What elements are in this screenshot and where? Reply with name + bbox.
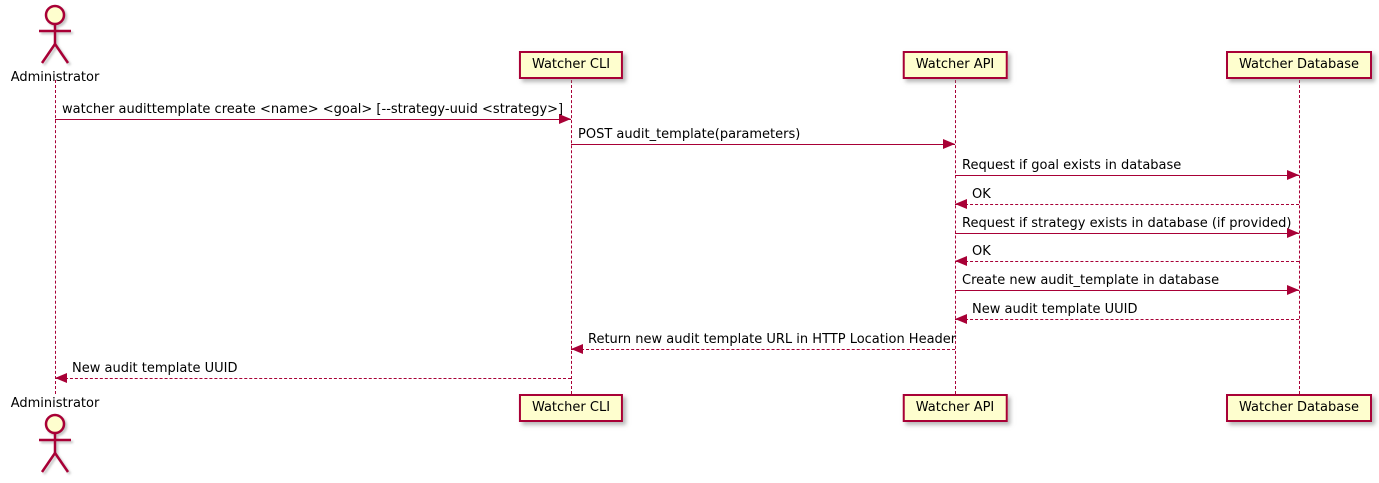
message-label: New audit template UUID xyxy=(972,302,1138,317)
message-ok-goal: OK xyxy=(955,187,1299,209)
participant-watcher-api-bottom: Watcher API xyxy=(902,394,1008,422)
message-return-url-location-header: Return new audit template URL in HTTP Lo… xyxy=(571,332,957,354)
participant-watcher-database-top: Watcher Database xyxy=(1226,51,1372,79)
lifeline-watcher-database xyxy=(1299,80,1300,394)
message-arrow xyxy=(955,256,1299,266)
message-arrow xyxy=(955,228,1299,238)
message-arrow xyxy=(55,114,571,124)
participant-watcher-cli-bottom: Watcher CLI xyxy=(518,394,624,422)
lifeline-watcher-cli xyxy=(571,80,572,394)
message-post-audit-template: POST audit_template(parameters) xyxy=(571,127,955,149)
participant-watcher-cli-top: Watcher CLI xyxy=(518,51,624,79)
actor-label-administrator-top: Administrator xyxy=(10,70,100,85)
message-arrow xyxy=(955,170,1299,180)
lifeline-watcher-api xyxy=(955,80,956,394)
message-label: Request if goal exists in database xyxy=(962,158,1182,173)
message-new-audit-template-uuid-db: New audit template UUID xyxy=(955,302,1299,324)
message-label: OK xyxy=(972,244,991,259)
message-ok-strategy: OK xyxy=(955,244,1299,266)
participant-watcher-api-top: Watcher API xyxy=(902,51,1008,79)
message-label: Return new audit template URL in HTTP Lo… xyxy=(588,332,957,347)
message-label: Create new audit_template in database xyxy=(962,273,1220,288)
message-arrow xyxy=(571,139,955,149)
message-arrow xyxy=(955,314,1299,324)
message-arrow xyxy=(955,199,1299,209)
participant-watcher-database-bottom: Watcher Database xyxy=(1226,394,1372,422)
message-label: Request if strategy exists in database (… xyxy=(962,216,1292,231)
actor-label-administrator-bottom: Administrator xyxy=(10,396,100,411)
actor-icon xyxy=(39,413,71,473)
message-label: OK xyxy=(972,187,991,202)
message-label: POST audit_template(parameters) xyxy=(578,127,801,142)
message-arrow xyxy=(955,285,1299,295)
message-arrow xyxy=(571,344,955,354)
message-new-audit-template-uuid-admin: New audit template UUID xyxy=(55,361,571,383)
message-create-audittemplate-cli: watcher audittemplate create <name> <goa… xyxy=(55,102,571,124)
message-label: watcher audittemplate create <name> <goa… xyxy=(62,102,564,117)
message-request-goal-exists: Request if goal exists in database xyxy=(955,158,1299,180)
message-arrow xyxy=(55,373,571,383)
message-request-strategy-exists: Request if strategy exists in database (… xyxy=(955,216,1299,238)
actor-icon xyxy=(39,4,71,64)
lifeline-administrator xyxy=(55,80,56,394)
message-label: New audit template UUID xyxy=(72,361,238,376)
message-create-audit-template-db: Create new audit_template in database xyxy=(955,273,1299,295)
